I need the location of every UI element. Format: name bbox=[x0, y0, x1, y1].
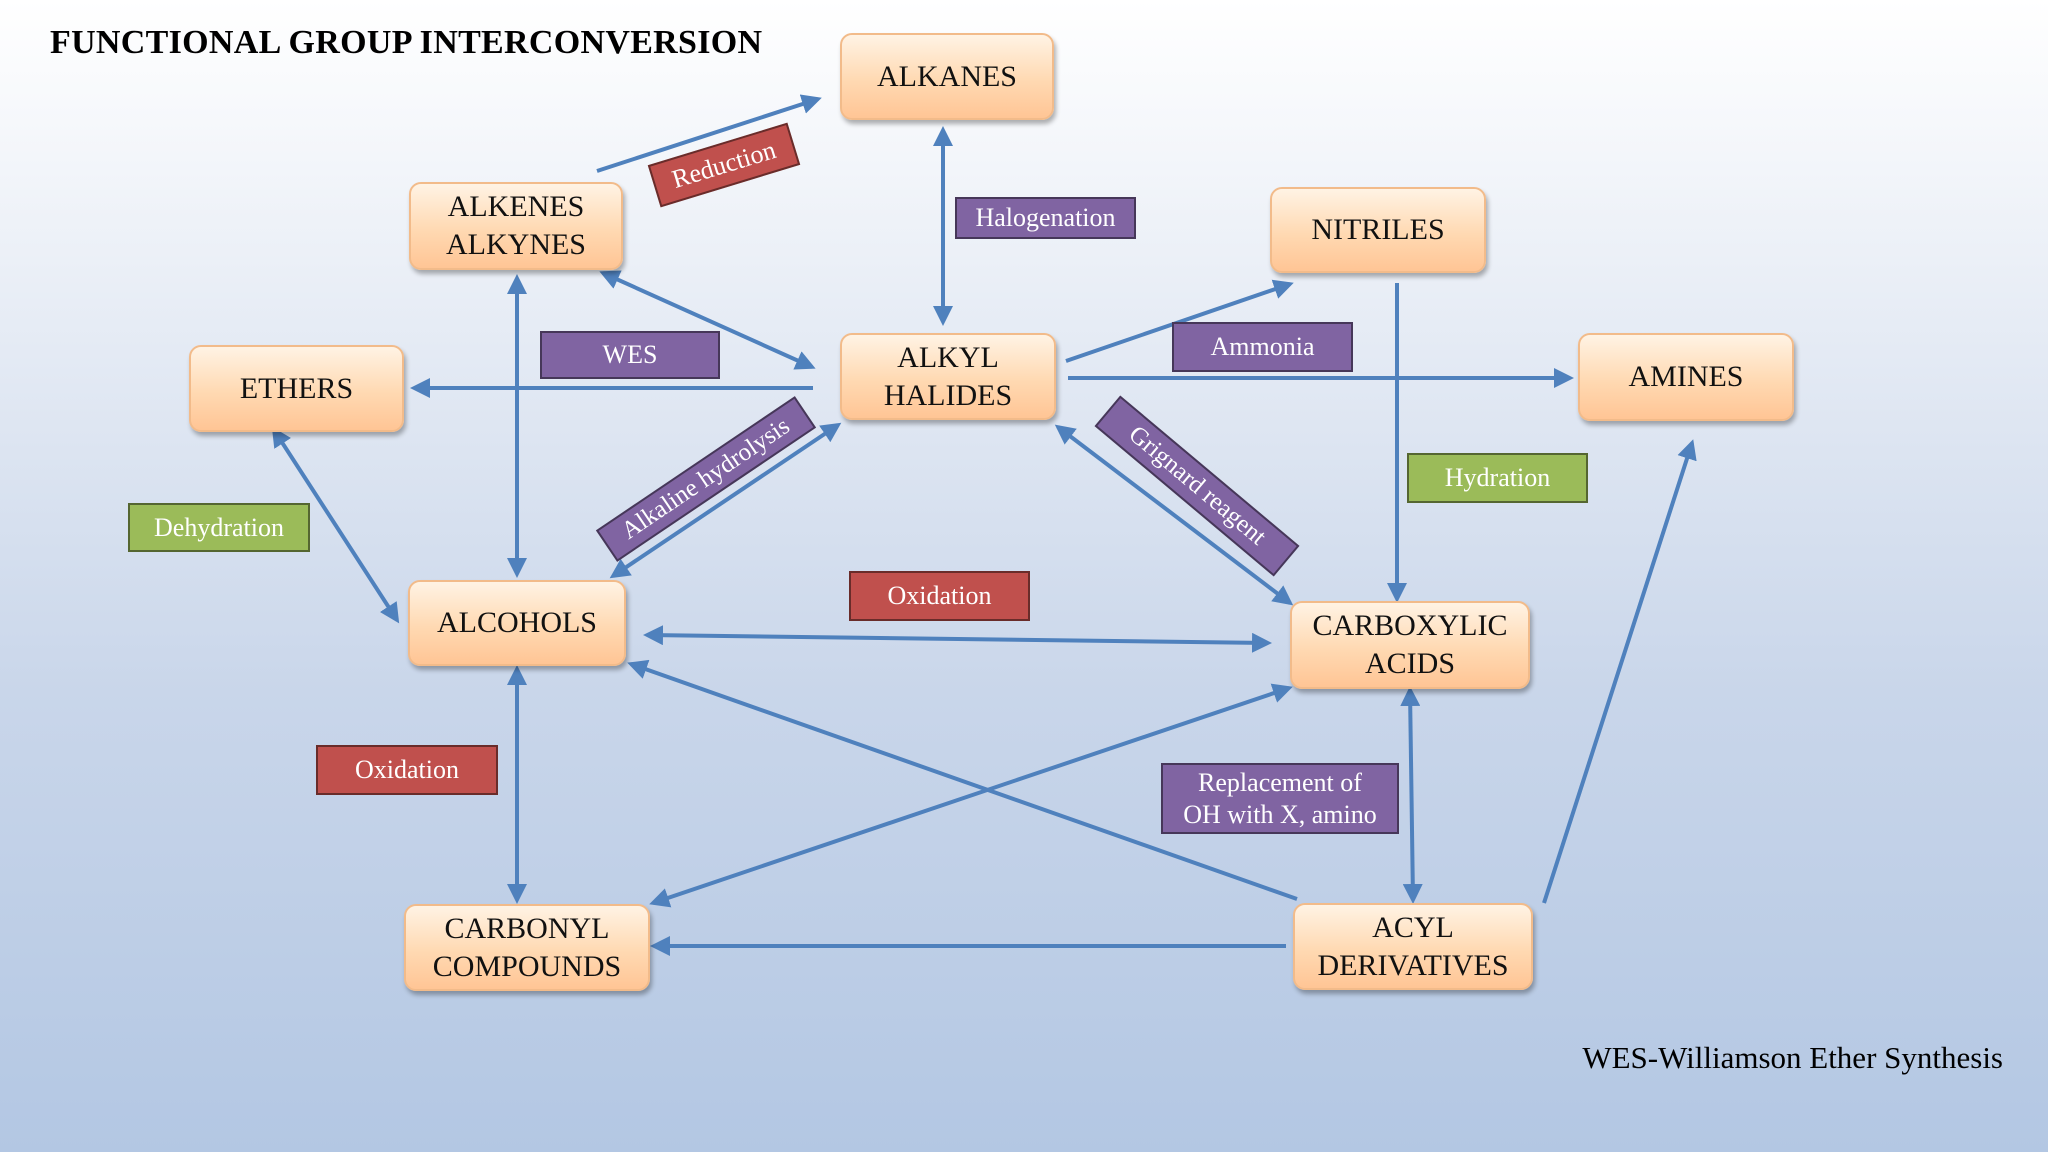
node-nitriles: NITRILES bbox=[1270, 187, 1486, 273]
label-halogenation: Halogenation bbox=[955, 197, 1136, 239]
arrow-alkylhalides-carboxylic bbox=[1054, 424, 1294, 606]
label-oxidation-alcohols-acids: Oxidation bbox=[849, 571, 1030, 621]
arrow-acyl-amines bbox=[1542, 439, 1697, 904]
label-dehydration: Dehydration bbox=[128, 503, 310, 552]
node-alkenes-alkynes: ALKENES ALKYNES bbox=[409, 182, 623, 270]
arrow-carboxylic-carbonyl bbox=[649, 683, 1293, 908]
node-carboxylic-acids: CARBOXYLIC ACIDS bbox=[1290, 601, 1530, 689]
label-replacement: Replacement of OH with X, amino bbox=[1161, 763, 1399, 834]
node-carbonyl-compounds: CARBONYL COMPOUNDS bbox=[404, 904, 650, 991]
arrow-alcohols-carboxylic bbox=[643, 625, 1272, 653]
node-amines: AMINES bbox=[1578, 333, 1794, 421]
arrow-carboxylic-acyl bbox=[1400, 686, 1423, 904]
arrow-reduction bbox=[596, 94, 822, 173]
arrow-alkylhalides-alcohols bbox=[609, 422, 842, 579]
node-acyl-derivatives: ACYL DERIVATIVES bbox=[1293, 903, 1533, 990]
node-alcohols: ALCOHOLS bbox=[408, 580, 626, 666]
arrow-alkenes-alkylhalides bbox=[599, 270, 816, 370]
node-alkanes: ALKANES bbox=[840, 33, 1054, 120]
arrow-ethers-alcohols bbox=[271, 426, 400, 624]
diagram-title: FUNCTIONAL GROUP INTERCONVERSION bbox=[50, 24, 763, 61]
label-ammonia: Ammonia bbox=[1172, 322, 1353, 372]
label-hydration: Hydration bbox=[1407, 453, 1588, 503]
node-ethers: ETHERS bbox=[189, 345, 404, 432]
node-alkyl-halides: ALKYL HALIDES bbox=[840, 333, 1056, 420]
label-oxidation-alcohols-carbonyl: Oxidation bbox=[316, 745, 498, 795]
label-wes: WES bbox=[540, 331, 720, 379]
footnote: WES-Williamson Ether Synthesis bbox=[1582, 1040, 2003, 1075]
